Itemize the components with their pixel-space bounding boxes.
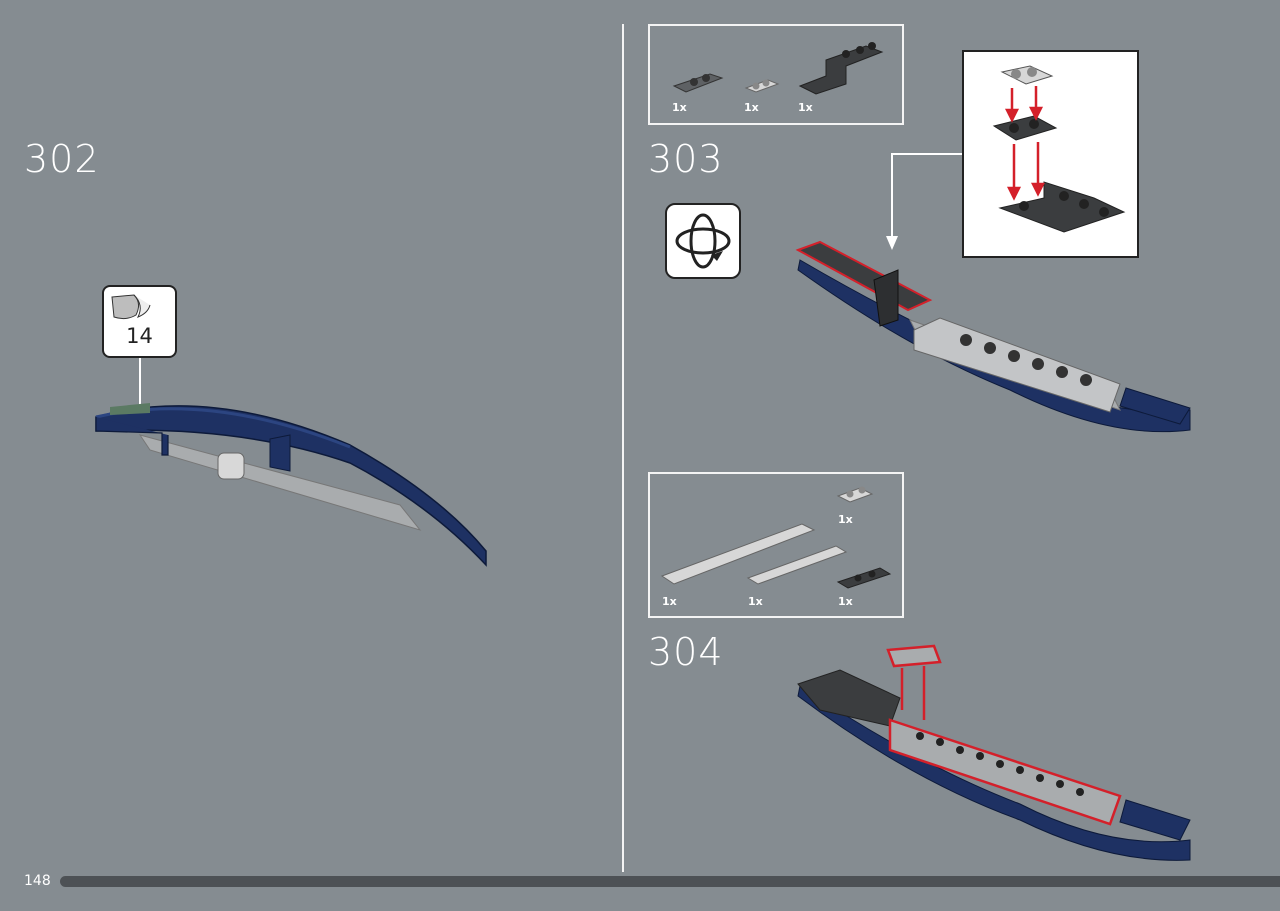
sticker-icon [111,294,151,320]
progress-bar [60,876,1280,887]
part-long-plate-light [660,523,816,585]
qty-304-2: 1x [748,595,763,608]
part-plate-light [744,79,780,93]
qty-303-1: 1x [672,101,687,114]
qty-304-3: 1x [838,513,853,526]
parts-303-icons [672,42,884,95]
sub-assembly-callout-303 [962,50,1139,258]
step-303-model [795,153,1191,433]
page-divider [622,24,624,872]
part-small-plate-light [836,486,874,503]
sticker-callout: 14 [102,285,177,358]
part-bracket-dark [798,42,884,95]
step-number-304: 304 [648,630,724,674]
part-hinge-dark [836,567,892,589]
sticker-number: 14 [126,324,153,348]
qty-303-2: 1x [744,101,759,114]
step-302-model [95,358,487,567]
qty-304-1: 1x [662,595,677,608]
callout-303-parts [992,65,1126,233]
parts-list-303: 1x 1x 1x [648,24,904,125]
step-number-302: 302 [24,137,100,181]
page-number: 148 [24,873,51,889]
qty-304-4: 1x [838,595,853,608]
part-medium-plate-light [746,545,848,585]
parts-list-304: 1x 1x 1x 1x [648,472,904,618]
step-number-303: 303 [648,137,724,181]
parts-304-icons [660,486,892,589]
part-hinge-plate-dark [672,73,724,93]
qty-303-3: 1x [798,101,813,114]
step-304-model [797,644,1191,861]
rotate-model-icon [665,203,741,279]
